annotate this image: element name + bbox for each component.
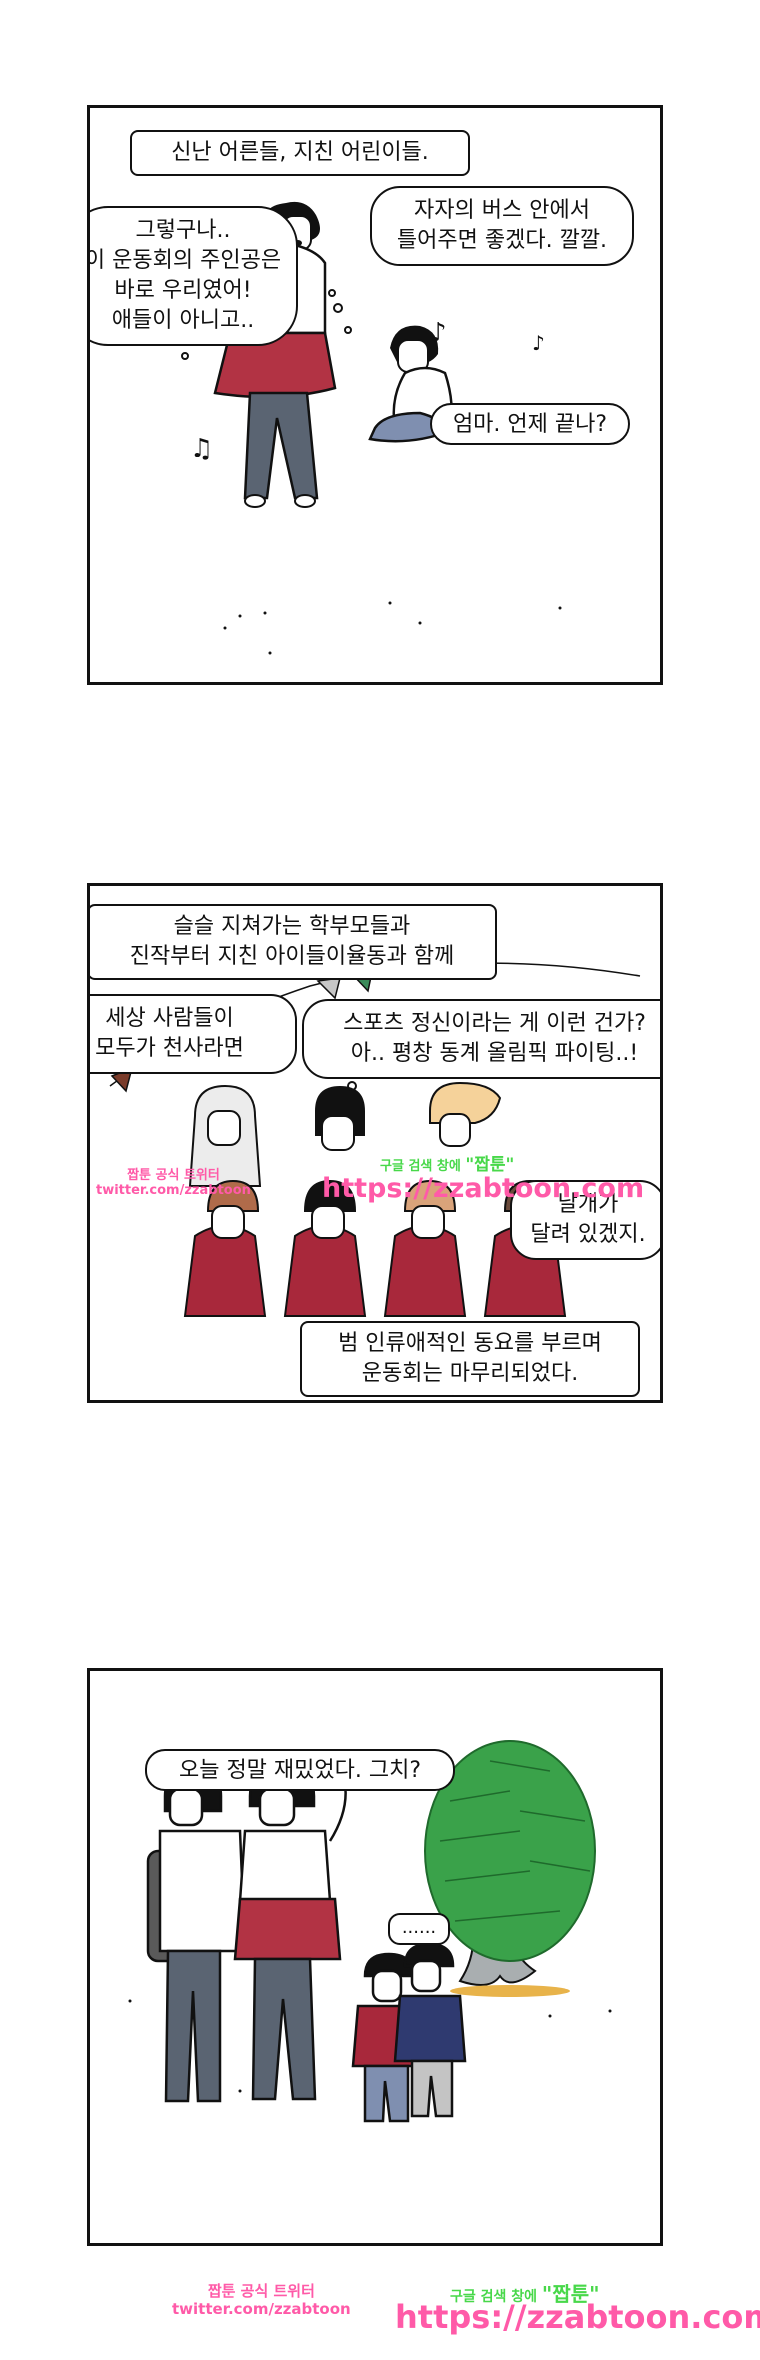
- panel-3-illustration: [128, 1740, 612, 2123]
- watermark-url: https://zzabtoon.com: [322, 1173, 645, 1204]
- watermark-twitter-url: twitter.com/zzabtoon: [96, 1183, 251, 1198]
- speech-bubble-kid: 엄마. 언제 끝나?: [430, 403, 630, 445]
- watermark-twitter-bottom-title: 짭툰 공식 트위터: [207, 2282, 315, 2300]
- panel-1-caption: 신난 어른들, 지친 어린이들.: [130, 130, 470, 176]
- speech-bubble-left: 세상 사람들이 모두가 천사라면: [90, 994, 297, 1074]
- watermark-search-bottom-brand: "짭툰": [541, 2282, 600, 2306]
- back-row-adults: [188, 1081, 502, 1187]
- watermark-search-bottom-text: 구글 검색 창에: [450, 2289, 538, 2305]
- watermark-search-brand: "짭툰": [465, 1155, 515, 1175]
- speech-bubble-center: 스포츠 정신이라는 게 이런 건가? 아.. 평창 동계 올림픽 파이팅..!: [302, 999, 660, 1079]
- speech-bubble-mother: 오늘 정말 재밌었다. 그치?: [145, 1749, 455, 1791]
- speech-bubble-mother: 그렇구나.. 이 운동회의 주인공은 바로 우리였어! 애들이 아니고..: [90, 206, 298, 346]
- music-note-icon: ♪: [532, 331, 545, 355]
- watermark-url-bottom: https://zzabtoon.com: [395, 2298, 760, 2336]
- father-figure: [146, 1769, 247, 2103]
- front-row-kids: [183, 1179, 567, 1317]
- watermark-twitter: 짭툰 공식 트위터 twitter.com/zzabtoon: [96, 1168, 251, 1198]
- panel-1: 신난 어른들, 지친 어린이들. 그렇구나.. 이 운동회의 주인공은 바로 우…: [87, 105, 663, 685]
- panel-3: 오늘 정말 재밌었다. 그치? ......: [87, 1668, 663, 2246]
- speech-bubble-right: 날개가 달려 있겠지.: [510, 1180, 660, 1260]
- speech-bubble-thought: 자자의 버스 안에서 틀어주면 좋겠다. 깔깔.: [370, 186, 634, 266]
- speech-bubble-kid-silence: ......: [388, 1913, 450, 1945]
- music-notes-icon: ♫: [190, 434, 214, 464]
- kid-navy-figure: [393, 1942, 467, 2118]
- music-note-icon: ♪: [430, 318, 447, 348]
- watermark-search-bottom: 구글 검색 창에 "짭툰": [450, 2278, 600, 2307]
- watermark-search: 구글 검색 창에 "짭툰": [380, 1150, 514, 1175]
- panel-2-illustration: [109, 962, 641, 1317]
- watermark-twitter-bottom-url: twitter.com/zzabtoon: [172, 2300, 351, 2318]
- tree-figure: [424, 1740, 596, 1997]
- ground-dots: [223, 601, 562, 655]
- ground-dots: [128, 1999, 612, 2093]
- watermark-twitter-bottom: 짭툰 공식 트위터 twitter.com/zzabtoon: [172, 2282, 351, 2318]
- watermark-twitter-title: 짭툰 공식 트위터: [127, 1168, 220, 1183]
- watermark-search-text: 구글 검색 창에: [380, 1159, 461, 1174]
- panel-2-caption-bottom: 범 인류애적인 동요를 부르며 운동회는 마무리되었다.: [300, 1321, 640, 1397]
- panel-2: 슬슬 지쳐가는 학부모들과 진작부터 지친 아이들이율동과 함께 세상 사람들이…: [87, 883, 663, 1403]
- panel-2-caption-top: 슬슬 지쳐가는 학부모들과 진작부터 지친 아이들이율동과 함께: [90, 904, 497, 980]
- mother-figure: [233, 1765, 347, 2101]
